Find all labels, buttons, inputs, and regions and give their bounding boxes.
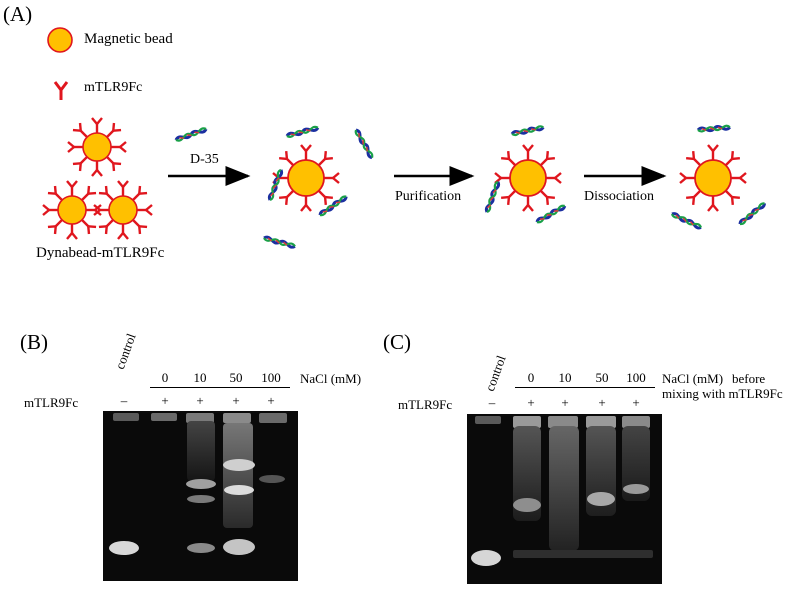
panel-b-nacl-0: 0 <box>161 370 169 385</box>
dna-icon <box>483 179 502 215</box>
gel-band <box>475 416 501 424</box>
panel-c-nacl-100: 100 <box>626 370 646 385</box>
panel-c-control-label: control <box>482 353 509 394</box>
panel-b-sign-10: + <box>196 393 204 408</box>
dynabead-right <box>94 181 152 239</box>
panel-c-row-label: mTLR9Fc <box>398 397 453 412</box>
dna-icon <box>696 123 732 134</box>
d35-oligo-icon <box>173 125 209 144</box>
dna-icon <box>317 193 349 218</box>
gel-band <box>187 495 215 503</box>
panel-b-gel-image <box>103 411 298 581</box>
gel-band <box>186 479 216 489</box>
gel-band <box>113 413 139 421</box>
panel-c-note-line2: mixing with mTLR9Fc <box>662 386 783 401</box>
legend-bead-icon <box>47 27 73 53</box>
purified-bead <box>495 145 561 211</box>
panel-a-diagram <box>0 27 768 250</box>
panel-c-sign-50: + <box>598 395 606 410</box>
panel-b-sign-0: + <box>161 393 169 408</box>
panel-a-label: (A) <box>3 2 33 26</box>
dna-icon <box>510 124 546 138</box>
panel-b-nacl-10: 10 <box>193 370 207 385</box>
panel-b-nacl-50: 50 <box>229 370 243 385</box>
gel-band <box>109 541 139 555</box>
gel-smear <box>223 423 253 528</box>
panel-c-bracket-line <box>515 387 655 388</box>
panel-b-row-label: mTLR9Fc <box>24 395 79 410</box>
panel-b-nacl-100: 100 <box>261 370 281 385</box>
gel-band <box>151 413 177 421</box>
gel-band <box>587 492 615 506</box>
panel-c-sign-control: – <box>488 395 496 410</box>
panel-c-sign-100: + <box>632 395 640 410</box>
panel-c-nacl-50: 50 <box>595 370 609 385</box>
panel-b-control-label: control <box>112 331 139 372</box>
gel-band <box>223 413 251 423</box>
panel-c-label: (C) <box>383 330 411 354</box>
panel-b-nacl-unit: NaCl (mM) <box>300 371 362 386</box>
panel-c-gel-image <box>467 414 662 584</box>
dynabead-complex-label: Dynabead-mTLR9Fc <box>36 245 165 261</box>
panel-c-nacl-10: 10 <box>558 370 572 385</box>
gel-band <box>224 485 254 495</box>
gel-band <box>187 543 215 553</box>
gel-band <box>548 416 578 428</box>
dna-icon <box>669 210 704 231</box>
gel-band <box>223 459 255 471</box>
panel-b-sign-control: – <box>120 393 128 408</box>
gel-band <box>623 484 649 494</box>
gel-band <box>259 475 285 483</box>
dynabead-top <box>68 118 126 176</box>
panel-c-note-line1: before <box>732 371 766 386</box>
gel-band <box>513 416 541 428</box>
panel-c-nacl-unit: NaCl (mM) <box>662 371 724 386</box>
dynabead-left <box>43 181 101 239</box>
bound-bead <box>273 145 339 211</box>
legend-antibody-icon <box>53 81 69 100</box>
released-bead <box>680 145 746 211</box>
gel-band <box>513 550 653 558</box>
gel-band <box>259 413 287 423</box>
step-purification-label: Purification <box>395 189 462 204</box>
gel-band <box>586 416 616 428</box>
gel-band <box>223 539 255 555</box>
dna-icon <box>285 124 320 140</box>
panel-b-label: (B) <box>20 330 48 354</box>
gel-band <box>471 550 501 566</box>
panel-b-sign-100: + <box>267 393 275 408</box>
dna-icon <box>534 203 568 225</box>
legend-bead-label: Magnetic bead <box>84 31 173 47</box>
dna-icon <box>353 127 375 161</box>
dna-icon <box>262 234 297 250</box>
gel-band <box>622 416 650 428</box>
step-d35-label: D-35 <box>190 152 219 167</box>
gel-band <box>186 413 214 423</box>
panel-c-sign-0: + <box>527 395 535 410</box>
gel-band <box>513 498 541 512</box>
gel-smear <box>549 426 579 551</box>
panel-b-sign-50: + <box>232 393 240 408</box>
legend-antibody-label: mTLR9Fc <box>84 80 143 95</box>
gel-smear <box>187 421 215 481</box>
dna-icon <box>737 200 768 227</box>
panel-c-nacl-0: 0 <box>527 370 535 385</box>
panel-b-bracket-line <box>150 387 290 388</box>
panel-c-sign-10: + <box>561 395 569 410</box>
step-dissociation-label: Dissociation <box>584 189 654 204</box>
